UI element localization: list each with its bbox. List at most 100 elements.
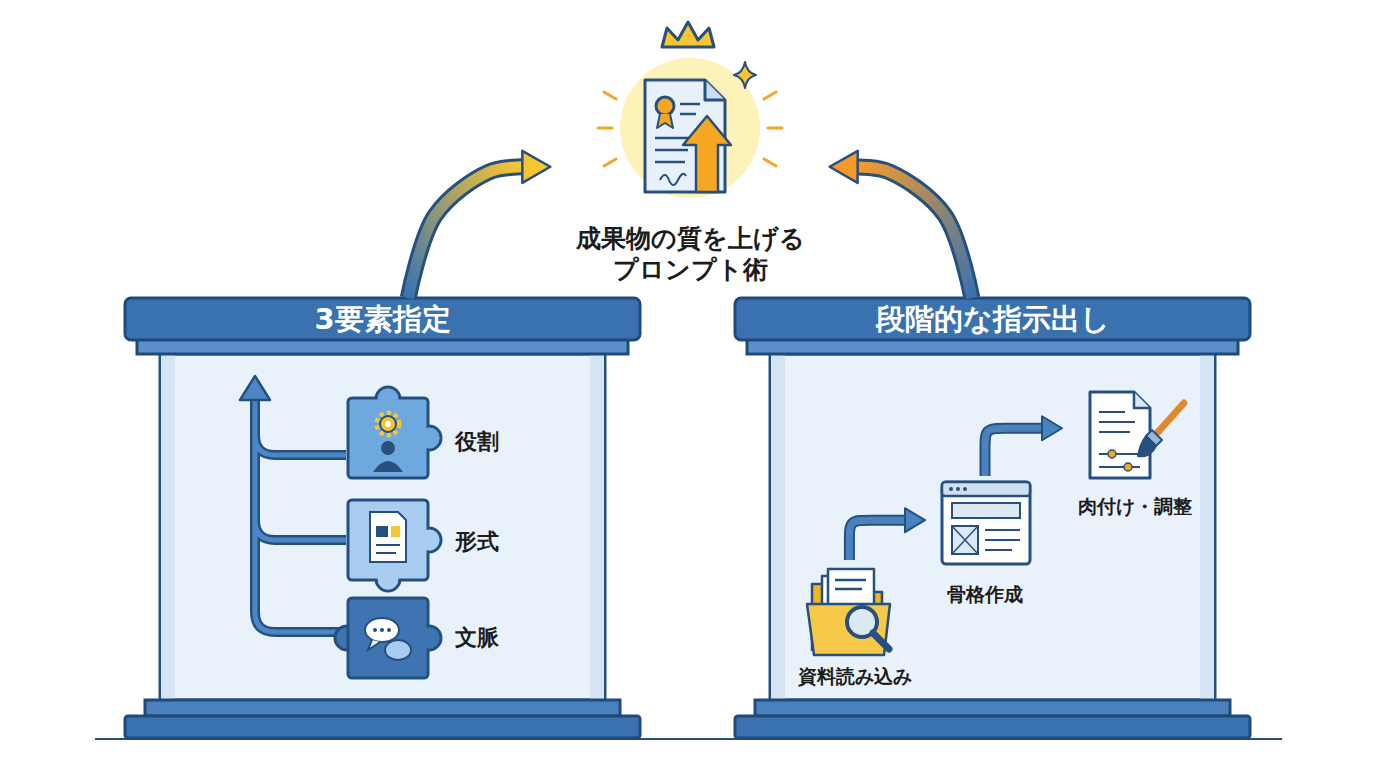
puzzle-piece xyxy=(335,598,441,678)
piece-knob xyxy=(376,567,400,591)
piece-knob xyxy=(417,626,441,650)
piece-knob-fill xyxy=(419,628,440,649)
step-node: 資料読み込み xyxy=(785,560,925,688)
bubble-dot xyxy=(380,628,384,632)
connector-group xyxy=(849,520,905,560)
slider-line xyxy=(1099,466,1140,468)
brush-handle xyxy=(1158,403,1184,432)
document-icon xyxy=(370,512,406,562)
piece-knob-fill xyxy=(419,428,440,449)
element-label: 役割 xyxy=(455,427,499,457)
brush-ferrule xyxy=(1146,430,1162,446)
piece-knob-fill xyxy=(378,569,399,590)
connector-outline xyxy=(408,167,522,298)
text-line xyxy=(655,137,690,140)
puzzle-piece xyxy=(348,387,441,478)
folder-icon xyxy=(807,569,890,655)
magnifier-handle xyxy=(873,633,889,649)
ray xyxy=(764,159,776,166)
header-block xyxy=(952,503,1020,518)
connector-arrow xyxy=(849,520,905,560)
piece-body xyxy=(348,398,428,478)
doc-line xyxy=(376,552,396,554)
slider-line xyxy=(1099,453,1140,455)
piece-knob xyxy=(335,626,359,650)
step-label: 肉付け・調整 xyxy=(1052,494,1218,518)
speech-bubble xyxy=(385,640,411,660)
paper-line xyxy=(835,579,866,582)
right-pillar xyxy=(735,298,1250,738)
connector-outline xyxy=(849,520,905,560)
folder-front xyxy=(807,604,890,655)
piece-body xyxy=(348,598,428,678)
document-fold xyxy=(705,80,725,100)
connector-arrow xyxy=(985,428,1042,476)
goal-title: 成果物の質を上げる プロンプト術 xyxy=(550,223,830,285)
pillar-base xyxy=(145,700,620,716)
glow-rays xyxy=(598,92,782,166)
pillar-heading: 段階的な指示出し xyxy=(735,298,1250,340)
pillar-base xyxy=(755,700,1230,716)
speech-bubble xyxy=(365,618,399,642)
puzzle-piece-node: 役割 xyxy=(335,393,525,491)
pillar-body xyxy=(160,354,605,700)
text-line xyxy=(1099,411,1125,413)
image-cross xyxy=(952,526,978,554)
puzzle-piece-node: 文脈 xyxy=(335,592,525,684)
gear-teeth xyxy=(377,413,399,435)
left-pillar xyxy=(125,298,640,738)
text-line xyxy=(985,539,1020,541)
layout-icon xyxy=(942,482,1030,564)
bubble-tail xyxy=(368,640,380,650)
connector-group xyxy=(858,167,972,298)
piece-body xyxy=(348,500,428,580)
text-line xyxy=(655,149,688,152)
goal-glow xyxy=(620,58,760,198)
gear xyxy=(380,416,396,432)
pillar-shade xyxy=(771,355,785,699)
piece-knob-fill xyxy=(419,530,440,551)
window-frame xyxy=(942,482,1030,564)
pillar-shade xyxy=(161,355,175,699)
pillar-cap xyxy=(735,298,1250,340)
pillar-shade xyxy=(590,355,604,699)
piece-knob xyxy=(376,387,400,411)
pillar-foot xyxy=(125,716,640,738)
ray xyxy=(768,127,782,130)
gear-hole xyxy=(385,421,391,427)
connector-group xyxy=(408,167,522,298)
connector-group xyxy=(985,428,1042,476)
window-dot xyxy=(956,487,960,491)
doc-line xyxy=(376,544,400,546)
signature xyxy=(660,174,686,185)
text-line xyxy=(1099,431,1130,433)
slider-knob xyxy=(1124,463,1132,471)
connector-outline xyxy=(858,167,972,298)
paper xyxy=(822,576,868,630)
crown xyxy=(662,22,714,47)
window-dot xyxy=(949,487,953,491)
merge-arrow-head xyxy=(240,376,270,400)
pillar-foot xyxy=(735,716,1250,738)
connector-arrow xyxy=(858,167,972,298)
pillar-heading: 3要素指定 xyxy=(125,298,640,340)
ray xyxy=(604,159,616,166)
element-label: 形式 xyxy=(455,527,499,557)
paper-line xyxy=(835,588,862,591)
document-fold xyxy=(1134,392,1150,408)
puzzle-piece-node: 形式 xyxy=(335,496,525,588)
folder-back xyxy=(812,584,882,650)
edit-icon xyxy=(1090,392,1184,478)
text-line xyxy=(680,113,696,116)
connector-arrow xyxy=(408,167,522,298)
seal-ribbon xyxy=(657,114,673,128)
document xyxy=(1090,392,1150,478)
step-label: 骨格作成 xyxy=(915,582,1055,606)
connector-outline xyxy=(985,428,1042,476)
paper xyxy=(828,569,874,623)
goal-node: 成果物の質を上げる プロンプト術 xyxy=(550,40,830,285)
text-line xyxy=(1099,421,1135,423)
